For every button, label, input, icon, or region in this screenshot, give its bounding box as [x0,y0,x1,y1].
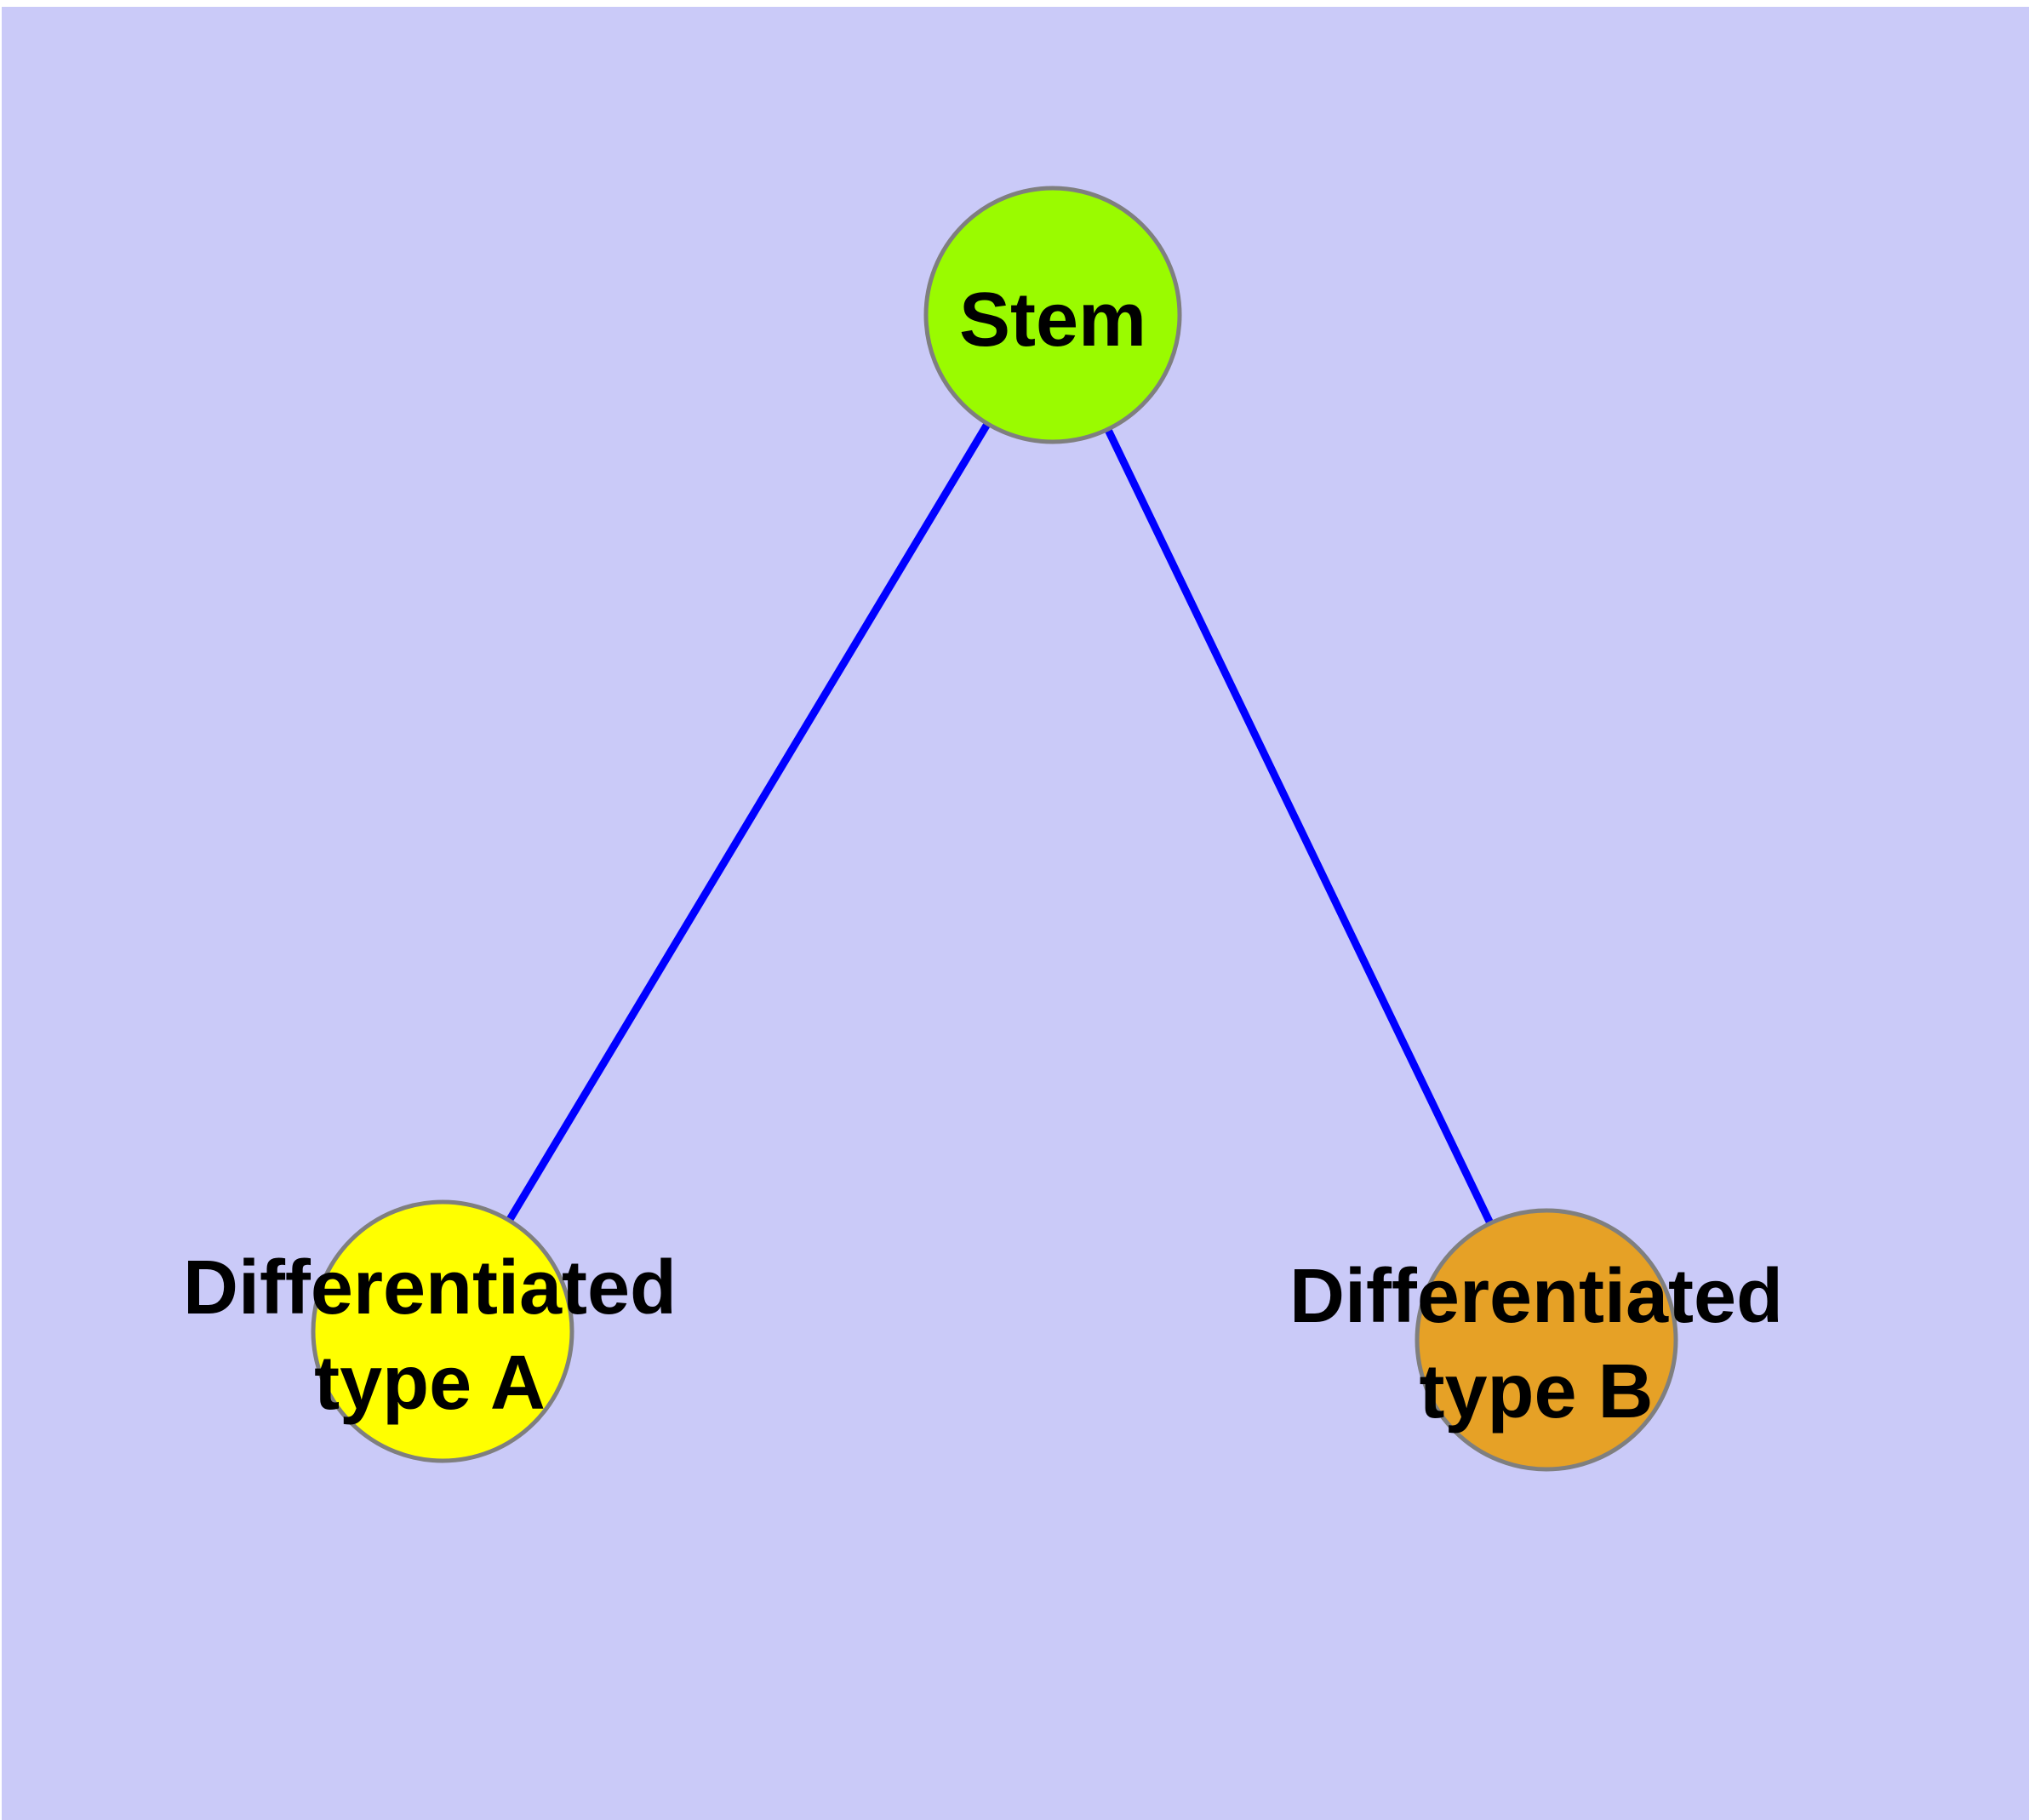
node-differentiated-type-b-circle [1415,1208,1678,1472]
node-differentiated-type-b-label-line1: Differentiated [1289,1254,1783,1339]
node-stem-circle [923,186,1182,444]
edge-stem-to-differentiated-type-b [1049,313,1551,1342]
edge-stem-to-differentiated-type-a [439,312,1056,1334]
node-differentiated-type-a-circle [311,1199,574,1463]
node-differentiated-type-a-label-line1: Differentiated [183,1245,677,1331]
node-stem-label-line1: Stem [959,278,1146,363]
node-differentiated-type-b-label-line2: type B [1419,1349,1653,1434]
node-differentiated-type-a-label-line2: type A [314,1341,546,1426]
